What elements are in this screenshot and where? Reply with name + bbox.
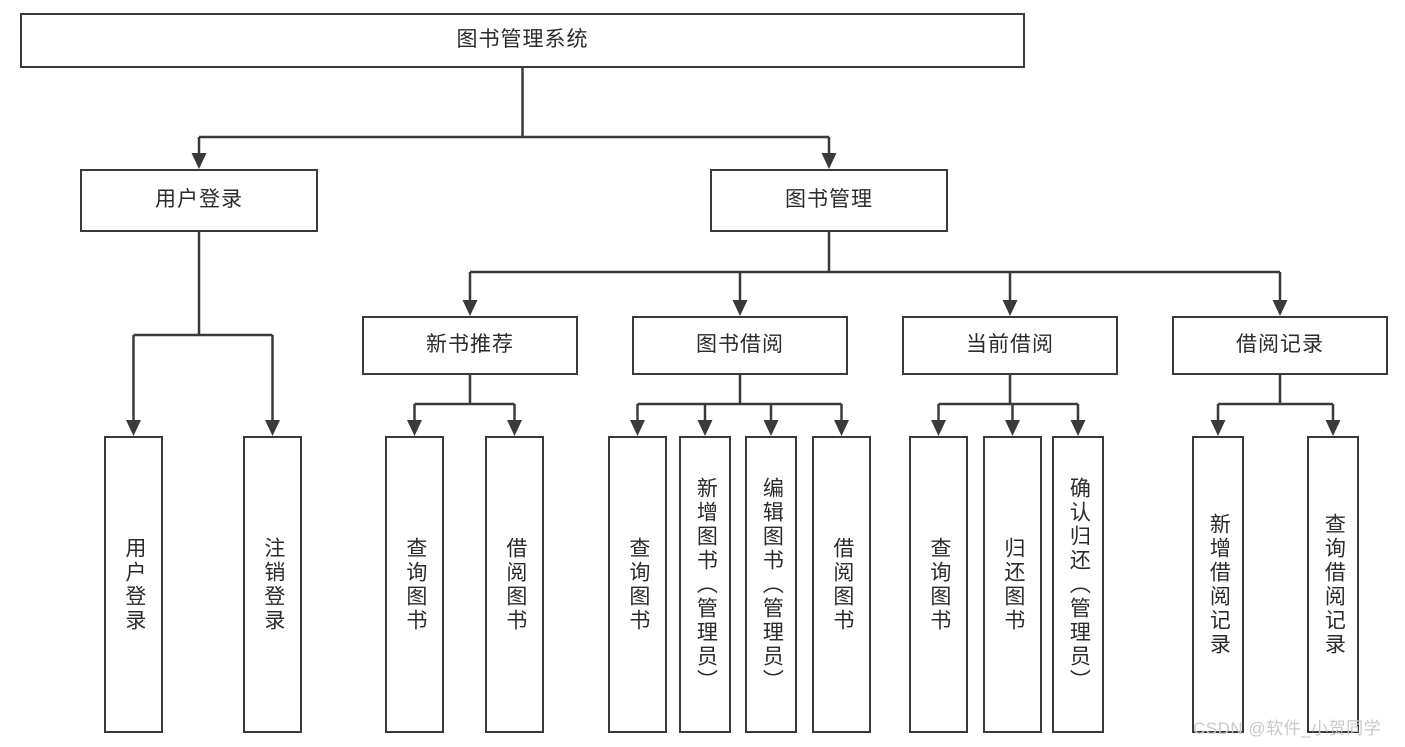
node-current[interactable]: 当前借阅	[902, 316, 1118, 375]
node-label: 用户登录	[155, 188, 243, 212]
arrowhead	[834, 420, 849, 436]
arrowhead	[407, 420, 422, 436]
node-label: 查询图书	[927, 536, 951, 633]
arrowhead	[507, 420, 522, 436]
node-label: 归还图书	[1001, 536, 1025, 633]
node-label: 查询图书	[403, 536, 427, 633]
node-label: 查询借阅记录	[1322, 512, 1346, 657]
node-records[interactable]: 借阅记录	[1172, 316, 1388, 375]
node-label: 注销登录	[261, 536, 285, 633]
node-l-queryrec[interactable]: 查询借阅记录	[1307, 436, 1359, 733]
arrowhead	[821, 153, 837, 169]
arrowhead	[1002, 300, 1018, 316]
arrowhead	[763, 420, 779, 436]
arrowhead	[1210, 420, 1226, 436]
node-l-borrow2[interactable]: 借阅图书	[812, 436, 871, 733]
node-root[interactable]: 图书管理系统	[20, 13, 1025, 68]
node-login[interactable]: 用户登录	[80, 169, 318, 232]
node-label: 当前借阅	[966, 333, 1054, 357]
arrowhead	[265, 420, 280, 436]
node-l-addrec[interactable]: 新增借阅记录	[1192, 436, 1244, 733]
node-label: 编辑图书（管理员）	[760, 476, 784, 693]
node-borrow[interactable]: 图书借阅	[632, 316, 848, 375]
arrowhead	[1070, 420, 1086, 436]
arrowhead	[732, 300, 748, 316]
node-label: 图书管理系统	[456, 28, 589, 52]
arrowhead	[931, 420, 946, 436]
arrowhead	[1272, 300, 1288, 316]
node-label: 借阅图书	[830, 536, 854, 633]
node-newbook[interactable]: 新书推荐	[362, 316, 578, 375]
node-label: 借阅记录	[1236, 333, 1324, 357]
node-l-return[interactable]: 归还图书	[983, 436, 1042, 733]
node-l-edit[interactable]: 编辑图书（管理员）	[745, 436, 797, 733]
node-label: 查询图书	[626, 536, 650, 633]
node-label: 确认归还（管理员）	[1067, 476, 1091, 693]
node-label: 借阅图书	[503, 536, 527, 633]
node-label: 用户登录	[122, 536, 146, 633]
arrowhead	[1005, 420, 1020, 436]
node-l-add[interactable]: 新增图书（管理员）	[679, 436, 731, 733]
node-l-query3[interactable]: 查询图书	[909, 436, 968, 733]
node-label: 新增图书（管理员）	[694, 476, 718, 693]
node-l-query1[interactable]: 查询图书	[385, 436, 444, 733]
node-label: 新增借阅记录	[1207, 512, 1231, 657]
node-l-query2[interactable]: 查询图书	[608, 436, 667, 733]
node-label: 图书管理	[785, 188, 873, 212]
node-bookmgmt[interactable]: 图书管理	[710, 169, 948, 232]
node-l-userlogin[interactable]: 用户登录	[104, 436, 163, 733]
node-l-logout[interactable]: 注销登录	[243, 436, 302, 733]
arrowhead	[697, 420, 713, 436]
node-l-confirm[interactable]: 确认归还（管理员）	[1052, 436, 1104, 733]
node-l-borrow1[interactable]: 借阅图书	[485, 436, 544, 733]
arrowhead	[462, 300, 478, 316]
arrowhead	[1325, 420, 1341, 436]
node-label: 图书借阅	[696, 333, 784, 357]
node-label: 新书推荐	[426, 333, 514, 357]
arrowhead	[630, 420, 645, 436]
arrowhead	[191, 153, 207, 169]
arrowhead	[126, 420, 141, 436]
